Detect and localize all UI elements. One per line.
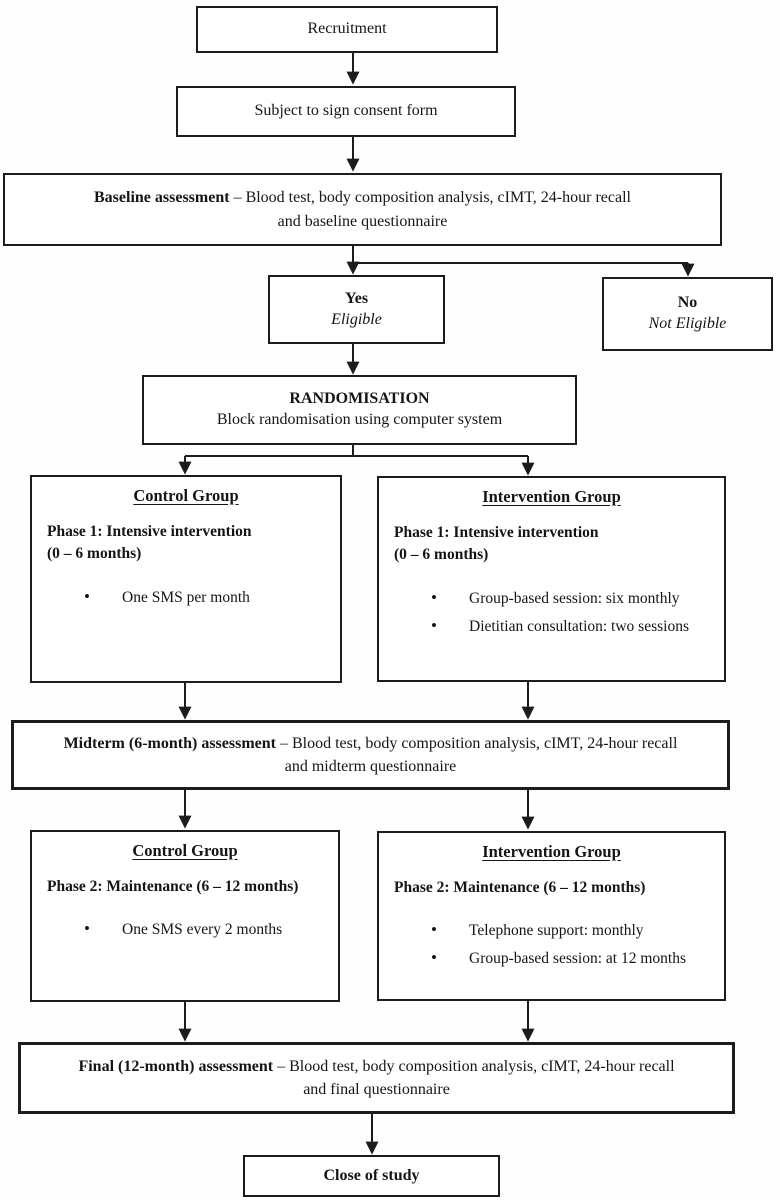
list-item: • Group-based session: six monthly — [389, 584, 714, 612]
node-intervention-p2-bullets: • Telephone support: monthly • Group-bas… — [389, 916, 714, 972]
node-consent: Subject to sign consent form — [176, 86, 516, 137]
node-yes-eligible: Yes Eligible — [268, 275, 445, 344]
node-baseline-text: Baseline assessment – Blood test, body c… — [84, 186, 641, 232]
node-control-p1-title: Control Group — [133, 486, 239, 505]
node-intervention-group-phase2: Intervention Group Phase 2: Maintenance … — [377, 831, 726, 1001]
bullet-text: Group-based session: six monthly — [469, 589, 680, 607]
node-recruitment-label: Recruitment — [307, 20, 387, 38]
node-midterm-desc2: and midterm questionnaire — [284, 758, 457, 775]
node-recruitment: Recruitment — [196, 6, 498, 53]
node-midterm-title: Midterm (6-month) assessment — [63, 734, 276, 752]
node-no-label: No — [677, 294, 698, 312]
node-control-p1-phase-line1: Phase 1: Intensive intervention — [47, 523, 252, 540]
node-intervention-p1-phase: Phase 1: Intensive intervention (0 – 6 m… — [389, 522, 714, 567]
node-control-p2-title: Control Group — [132, 841, 238, 860]
list-item: • Group-based session: at 12 months — [389, 944, 714, 972]
node-intervention-p1-bullets: • Group-based session: six monthly • Die… — [389, 584, 714, 640]
node-intervention-group-phase1: Intervention Group Phase 1: Intensive in… — [377, 476, 726, 682]
node-intervention-p1-phase-line1: Phase 1: Intensive intervention — [394, 524, 599, 541]
node-final-text: Final (12-month) assessment – Blood test… — [68, 1055, 684, 1101]
node-control-p2-bullets: • One SMS every 2 months — [42, 915, 328, 943]
node-baseline-title: Baseline assessment — [94, 189, 230, 207]
node-final-assessment: Final (12-month) assessment – Blood test… — [18, 1042, 735, 1114]
node-intervention-p2-title: Intervention Group — [482, 842, 621, 861]
node-final-title: Final (12-month) assessment — [78, 1057, 274, 1075]
node-control-p1-bullets: • One SMS per month — [42, 583, 330, 611]
node-midterm-assessment: Midterm (6-month) assessment – Blood tes… — [11, 720, 730, 790]
list-item: • Dietitian consultation: two sessions — [389, 612, 714, 640]
bullet-icon: • — [431, 587, 437, 607]
node-baseline-desc2: and baseline questionnaire — [277, 212, 448, 230]
list-item: • One SMS every 2 months — [42, 915, 328, 943]
node-control-group-phase1: Control Group Phase 1: Intensive interve… — [30, 475, 342, 683]
node-intervention-p1-title: Intervention Group — [482, 487, 621, 506]
node-intervention-p2-phase: Phase 2: Maintenance (6 – 12 months) — [394, 879, 646, 896]
bullet-icon: • — [431, 920, 437, 940]
bullet-text: Telephone support: monthly — [469, 922, 644, 940]
bullet-text: One SMS per month — [122, 588, 250, 606]
node-final-desc2: and final questionnaire — [303, 1081, 450, 1098]
node-baseline-desc: – Blood test, body composition analysis,… — [233, 189, 631, 207]
node-baseline-assessment: Baseline assessment – Blood test, body c… — [3, 173, 722, 246]
node-no-sub: Not Eligible — [648, 315, 727, 332]
node-randomisation-desc: Block randomisation using computer syste… — [216, 411, 503, 428]
node-intervention-p1-phase-line2: (0 – 6 months) — [394, 546, 489, 564]
node-close-label: Close of study — [323, 1166, 420, 1184]
list-item: • One SMS per month — [42, 583, 330, 611]
node-yes-label: Yes — [344, 289, 369, 307]
node-control-group-phase2: Control Group Phase 2: Maintenance (6 – … — [30, 830, 340, 1002]
bullet-icon: • — [431, 615, 437, 635]
node-consent-label: Subject to sign consent form — [254, 102, 438, 120]
node-randomisation: RANDOMISATION Block randomisation using … — [142, 375, 577, 445]
node-control-p2-phase: Phase 2: Maintenance (6 – 12 months) — [47, 878, 299, 895]
node-no-not-eligible: No Not Eligible — [602, 277, 773, 351]
bullet-text: Dietitian consultation: two sessions — [469, 617, 689, 635]
bullet-icon: • — [84, 586, 90, 606]
bullet-text: One SMS every 2 months — [122, 921, 283, 939]
node-close-of-study: Close of study — [243, 1155, 500, 1197]
node-midterm-text: Midterm (6-month) assessment – Blood tes… — [54, 732, 688, 778]
bullet-icon: • — [84, 919, 90, 939]
node-final-desc: – Blood test, body composition analysis,… — [277, 1057, 675, 1075]
bullet-icon: • — [431, 948, 437, 968]
node-yes-sub: Eligible — [331, 310, 382, 328]
node-midterm-desc: – Blood test, body composition analysis,… — [279, 734, 678, 752]
node-control-p1-phase-line2: (0 – 6 months) — [47, 545, 142, 563]
node-control-p1-phase: Phase 1: Intensive intervention (0 – 6 m… — [42, 521, 330, 566]
node-randomisation-title: RANDOMISATION — [289, 390, 430, 408]
list-item: • Telephone support: monthly — [389, 916, 714, 944]
bullet-text: Group-based session: at 12 months — [469, 950, 686, 968]
